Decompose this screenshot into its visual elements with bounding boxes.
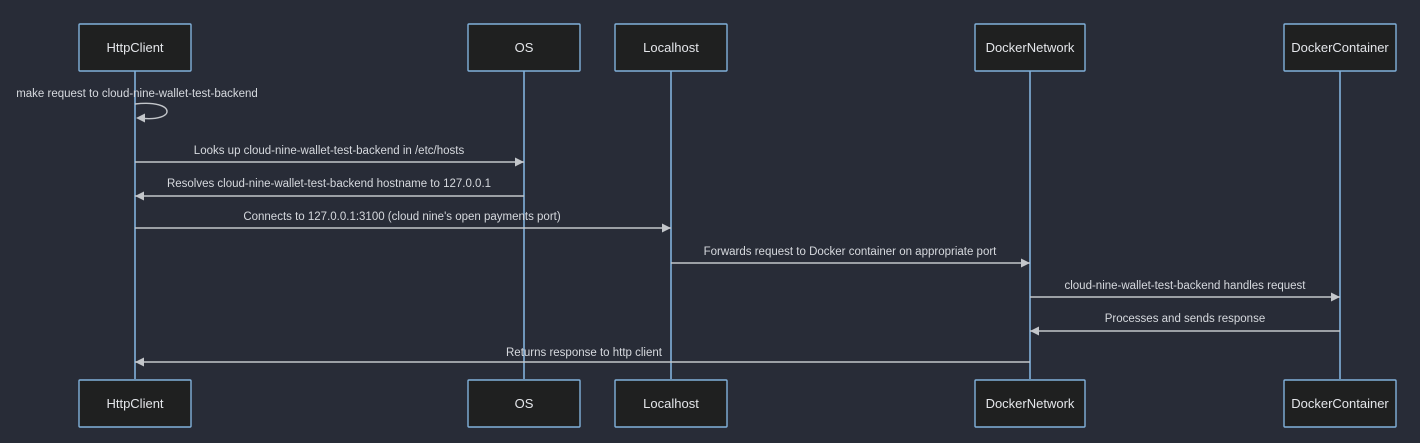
message-msg-7[interactable]: Processes and sends response	[1030, 313, 1340, 336]
participant-label: DockerContainer	[1291, 40, 1389, 55]
message-label: cloud-nine-wallet-test-backend handles r…	[1064, 280, 1306, 292]
arrow-head	[1021, 258, 1030, 268]
participant-label: Localhost	[643, 40, 699, 55]
participant-box-shape	[614, 379, 728, 428]
participant-box-shape	[467, 23, 581, 72]
message-msg-3[interactable]: Resolves cloud-nine-wallet-test-backend …	[135, 178, 524, 201]
message-label: Processes and sends response	[1105, 313, 1265, 325]
arrow-head	[135, 191, 144, 201]
messages-group: make request to cloud-nine-wallet-test-b…	[16, 88, 1340, 367]
participant-label: DockerContainer	[1291, 396, 1389, 411]
participant-dockercontainer-top[interactable]: DockerContainer	[1283, 23, 1397, 72]
message-msg-5[interactable]: Forwards request to Docker container on …	[671, 246, 1030, 268]
participant-box-shape	[974, 379, 1086, 428]
message-msg-1[interactable]: make request to cloud-nine-wallet-test-b…	[16, 88, 258, 123]
participant-localhost-bottom[interactable]: Localhost	[614, 379, 728, 428]
participant-box-shape	[1283, 379, 1397, 428]
arrow-head	[135, 357, 144, 367]
participant-os-bottom[interactable]: OS	[467, 379, 581, 428]
participants-bottom-group: HttpClient OS Localhost DockerNetwork Docker…	[78, 379, 1397, 428]
arrow-head	[1331, 292, 1340, 302]
participant-label: OS	[515, 40, 534, 55]
message-label: make request to cloud-nine-wallet-test-b…	[16, 88, 258, 100]
lifelines-group	[134, 70, 1341, 379]
self-message-loop	[134, 102, 168, 120]
participant-label: DockerNetwork	[986, 40, 1075, 55]
message-label: Looks up cloud-nine-wallet-test-backend …	[194, 145, 465, 157]
participant-label: Localhost	[643, 396, 699, 411]
message-label: Connects to 127.0.0.1:3100 (cloud nine's…	[243, 211, 561, 223]
participant-label: DockerNetwork	[986, 396, 1075, 411]
participant-httpclient-bottom[interactable]: HttpClient	[78, 379, 192, 428]
participant-box-shape	[78, 379, 192, 428]
participant-os-top[interactable]: OS	[467, 23, 581, 72]
arrow-head	[1030, 326, 1039, 336]
participant-box-shape	[614, 23, 728, 72]
message-label: Returns response to http client	[506, 347, 663, 359]
message-msg-6[interactable]: cloud-nine-wallet-test-backend handles r…	[1030, 280, 1340, 302]
participant-label: HttpClient	[106, 396, 163, 411]
participant-box-shape	[974, 23, 1086, 72]
message-msg-4[interactable]: Connects to 127.0.0.1:3100 (cloud nine's…	[135, 211, 671, 233]
participant-label: HttpClient	[106, 40, 163, 55]
message-label: Forwards request to Docker container on …	[704, 246, 998, 258]
participant-httpclient-top[interactable]: HttpClient	[78, 23, 192, 72]
participant-localhost-top[interactable]: Localhost	[614, 23, 728, 72]
participant-dockernetwork-bottom[interactable]: DockerNetwork	[974, 379, 1086, 428]
message-msg-8[interactable]: Returns response to http client	[135, 347, 1030, 367]
participant-dockercontainer-bottom[interactable]: DockerContainer	[1283, 379, 1397, 428]
participants-top-group: HttpClient OS Localhost DockerNetwork Docker…	[78, 23, 1397, 72]
participant-box-shape	[78, 23, 192, 72]
arrow-head	[662, 223, 671, 233]
message-msg-2[interactable]: Looks up cloud-nine-wallet-test-backend …	[135, 145, 524, 167]
participant-box-shape	[467, 379, 581, 428]
participant-dockernetwork-top[interactable]: DockerNetwork	[974, 23, 1086, 72]
message-label: Resolves cloud-nine-wallet-test-backend …	[167, 178, 491, 190]
participant-box-shape	[1283, 23, 1397, 72]
arrow-head	[136, 113, 145, 123]
arrow-head	[515, 157, 524, 167]
participant-label: OS	[515, 396, 534, 411]
